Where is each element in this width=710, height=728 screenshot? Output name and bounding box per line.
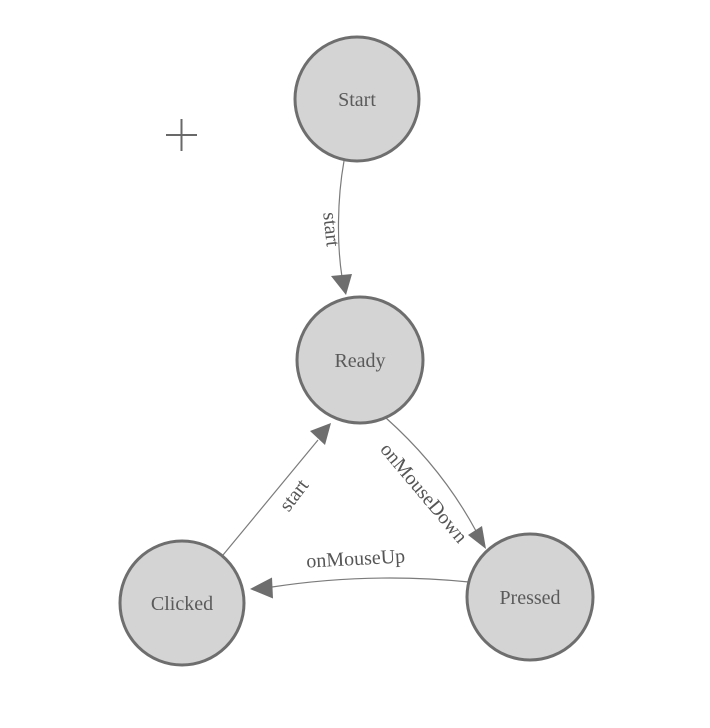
edge-ready-to-pressed: onMouseDown bbox=[376, 417, 486, 549]
node-start: Start bbox=[293, 35, 421, 163]
edge-clicked-to-ready-line[interactable] bbox=[222, 439, 319, 556]
arrowhead-into-ready-bottom-left bbox=[310, 423, 331, 445]
edge-start-to-ready-line[interactable] bbox=[337, 160, 345, 278]
edge-pressed-to-clicked: onMouseUp bbox=[250, 545, 470, 599]
node-clicked: Clicked bbox=[118, 539, 246, 667]
edge-label-start-1: start bbox=[318, 211, 344, 248]
node-clicked-label: Clicked bbox=[151, 593, 213, 615]
arrowhead-into-pressed bbox=[468, 526, 486, 549]
node-start-circle[interactable] bbox=[293, 35, 421, 163]
arrowhead-into-clicked bbox=[250, 577, 273, 599]
node-ready: Ready bbox=[295, 295, 425, 425]
edge-pressed-to-clicked-line[interactable] bbox=[271, 577, 470, 588]
node-pressed: Pressed bbox=[465, 532, 595, 662]
edge-start-to-ready: start bbox=[318, 160, 352, 295]
node-clicked-circle[interactable] bbox=[118, 539, 246, 667]
edge-label-onmouseup: onMouseUp bbox=[306, 545, 406, 572]
arrowhead-into-ready-top bbox=[331, 274, 352, 295]
node-start-label: Start bbox=[338, 89, 376, 111]
edge-label-start-2: start bbox=[275, 475, 314, 516]
node-ready-label: Ready bbox=[334, 350, 385, 372]
node-pressed-label: Pressed bbox=[499, 587, 560, 609]
edge-clicked-to-ready: start bbox=[222, 423, 331, 556]
crosshair-icon bbox=[166, 119, 197, 151]
edge-ready-to-pressed-line[interactable] bbox=[385, 417, 477, 532]
node-pressed-circle[interactable] bbox=[465, 532, 595, 662]
node-ready-circle[interactable] bbox=[295, 295, 425, 425]
